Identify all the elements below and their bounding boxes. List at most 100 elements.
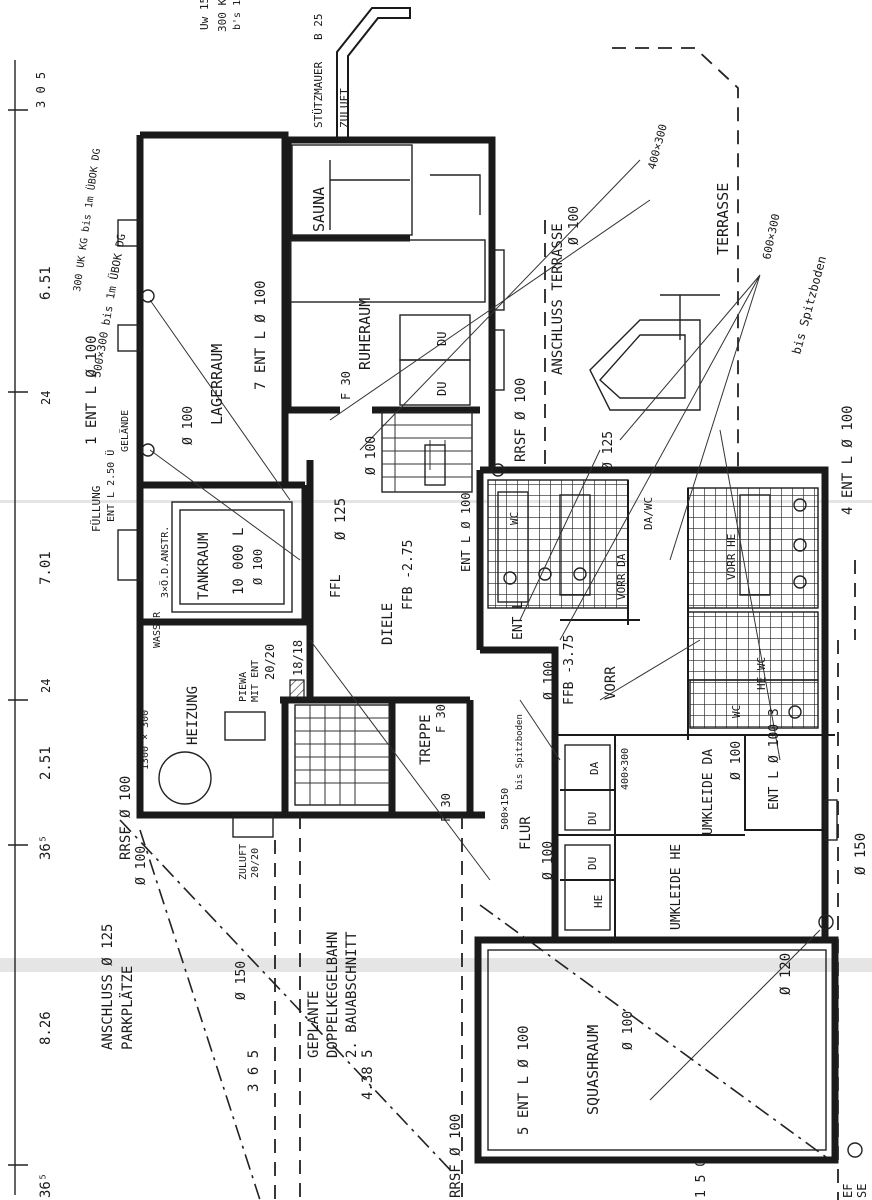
room-umkleide-he: UMKLEIDE HE (669, 844, 684, 930)
wasser-label: WASSER (152, 611, 163, 648)
d100-vorr-label: Ø 100 (542, 661, 557, 700)
se-label: SE (855, 1184, 869, 1198)
flur-dim-label: 500×150 (500, 788, 511, 830)
kegelbahn-label: DOPPELKEGELBAHN (325, 932, 341, 1058)
fullung-label: FÜLLUNG (90, 486, 103, 532)
label-vorr-da: VORR DA (615, 553, 628, 600)
room-umkleide-da: UMKLEIDE DA (701, 749, 716, 835)
ruhe-du1: DU (435, 332, 449, 346)
anschluss-t-d-label: Ø 100 (567, 206, 582, 245)
room-vorr: VORR (603, 666, 619, 700)
note-bis-eg: b's 1m EG (232, 0, 243, 30)
geplante-label: GEPLANTE (306, 991, 322, 1058)
ent4-label: 4 ENT L Ø 100 (840, 405, 856, 515)
note-300kkg: 300 KKG (216, 0, 229, 32)
ent1-label: 1 ENT L Ø 100 (84, 335, 100, 445)
room-ruheraum: RUHERAUM (356, 298, 374, 370)
boiler (158, 679, 305, 805)
ef-label: EF (841, 1184, 855, 1198)
lager-d100: Ø 100 (181, 406, 196, 445)
squash-interior (487, 949, 827, 1151)
label-dawc: DA/WC (642, 497, 655, 530)
anschluss-p-label: ANSCHLUSS Ø 125 (100, 924, 116, 1050)
room-lagerraum: LAGERRAUM (208, 344, 226, 425)
label-wc1: WC (508, 512, 521, 525)
dim-826: 8.26 (38, 1011, 54, 1045)
stuetzmauer-label: STÜTZMAUER (312, 61, 325, 128)
mit-ent-label: MIT ENT (250, 660, 261, 702)
ent5-label: 5 ENT L Ø 100 (516, 1025, 532, 1135)
zuluft-b-dim: 20/20 (250, 848, 261, 878)
rrsf-b-label: RRSF Ø 100 (513, 378, 529, 462)
tick-24a: 24 (39, 391, 53, 405)
f30-diele: F 30 (434, 704, 448, 733)
anschluss-t-label: ANSCHLUSS TERRASSE (550, 223, 566, 375)
pipe-lines (149, 159, 831, 1161)
room-heizung: HEIZUNG (185, 686, 201, 745)
dim-2020-label: 20/20 (263, 644, 277, 680)
stair-lower (294, 704, 391, 806)
drain-markers (141, 289, 863, 1158)
extension-dashed (837, 560, 856, 1200)
room-diele: DIELE (380, 603, 396, 645)
label-du2: DU (586, 857, 599, 870)
label-du1: DU (586, 812, 599, 825)
ruhe-du2: DU (435, 382, 449, 396)
ffb275-label: FFB -2.75 (401, 540, 416, 610)
bis-spitz-label: bis Spitzboden (515, 714, 525, 790)
rrsf-c-label: RRSF Ø 100 (448, 1114, 464, 1198)
dim-label-d125: Ø 125 (333, 498, 349, 540)
stair-upper (381, 411, 473, 493)
note-305: 3 0 5 (34, 72, 48, 108)
d150-squash-label: Ø 150 (234, 961, 249, 1000)
room-tankraum: TANKRAUM (196, 533, 212, 600)
tank-volume: 10 000 L (231, 528, 247, 595)
m365-label: 3 6 5 (246, 1050, 262, 1092)
ent250-label: ENT L 2.50 Ü (104, 450, 117, 522)
d100-umkleide-label: Ø 100 (729, 741, 744, 780)
labels: Uw 15 300 KKG b's 1m EG STÜTZMAUER B 25 … (34, 0, 869, 1198)
gelande-label: GELÄNDE (118, 410, 131, 452)
dimension-lines (8, 60, 456, 1200)
label-hewc: HE WC (755, 657, 768, 690)
changing-rooms (555, 734, 835, 940)
room-treppe: TREPPE (418, 714, 434, 765)
dim-251: 2.51 (38, 746, 54, 780)
label-he: HE (592, 895, 605, 908)
note-uw: Uw 15 (198, 0, 211, 30)
piewa-label: PIEWA (238, 672, 249, 702)
ffl-label: FFL (329, 574, 344, 598)
label-vorr-he: VORR HE (725, 534, 738, 580)
m4385-label: 4.38 5 (360, 1049, 376, 1100)
terrace-outline (544, 47, 739, 470)
d150-label: Ø 150 (853, 833, 869, 875)
terr-600-label: 600×300 (760, 213, 782, 261)
ent-1003-label: ENT L Ø 100 3 (767, 708, 782, 810)
room-sauna: SAUNA (310, 187, 328, 232)
f30-treppe: F 30 (439, 793, 453, 822)
dim-1818-label: 18/18 (291, 640, 305, 676)
ent-l-label: ENT L (511, 601, 526, 640)
label-da: DA (588, 761, 601, 775)
room-squash: SQUASHRAUM (584, 1025, 602, 1115)
heiz-dim-label: 1300 × 300 (140, 710, 151, 770)
squash-d100: Ø 100 (621, 1011, 636, 1050)
d120-label: Ø 120 (778, 953, 794, 995)
ent-100-label: ENT L Ø 100 (459, 493, 473, 572)
sauna-fixtures (289, 144, 486, 406)
da-dim-label: 400×300 (620, 748, 631, 790)
terr-400-label: 400×300 (645, 123, 670, 171)
dim-365b: 36⁵ (38, 1173, 54, 1198)
exterior-walls (136, 7, 839, 1164)
d100-flur-label: Ø 100 (541, 841, 556, 880)
dim-651: 6.51 (38, 266, 54, 300)
f30-ruhe: F 30 (339, 371, 353, 400)
lager-ent: 7 ENT L Ø 100 (253, 280, 269, 390)
zuluft-top-label: ZULUFT (338, 88, 351, 128)
dim-150-bottom: 1 5 0 (694, 1159, 709, 1198)
b25-label: B 25 (312, 14, 325, 41)
ffb375-label: FFB -3.75 (562, 635, 577, 705)
bauabschnitt-label: 2. BAUABSCHNITT (344, 931, 360, 1058)
d125-sanitary-label: Ø 125 (601, 431, 616, 470)
